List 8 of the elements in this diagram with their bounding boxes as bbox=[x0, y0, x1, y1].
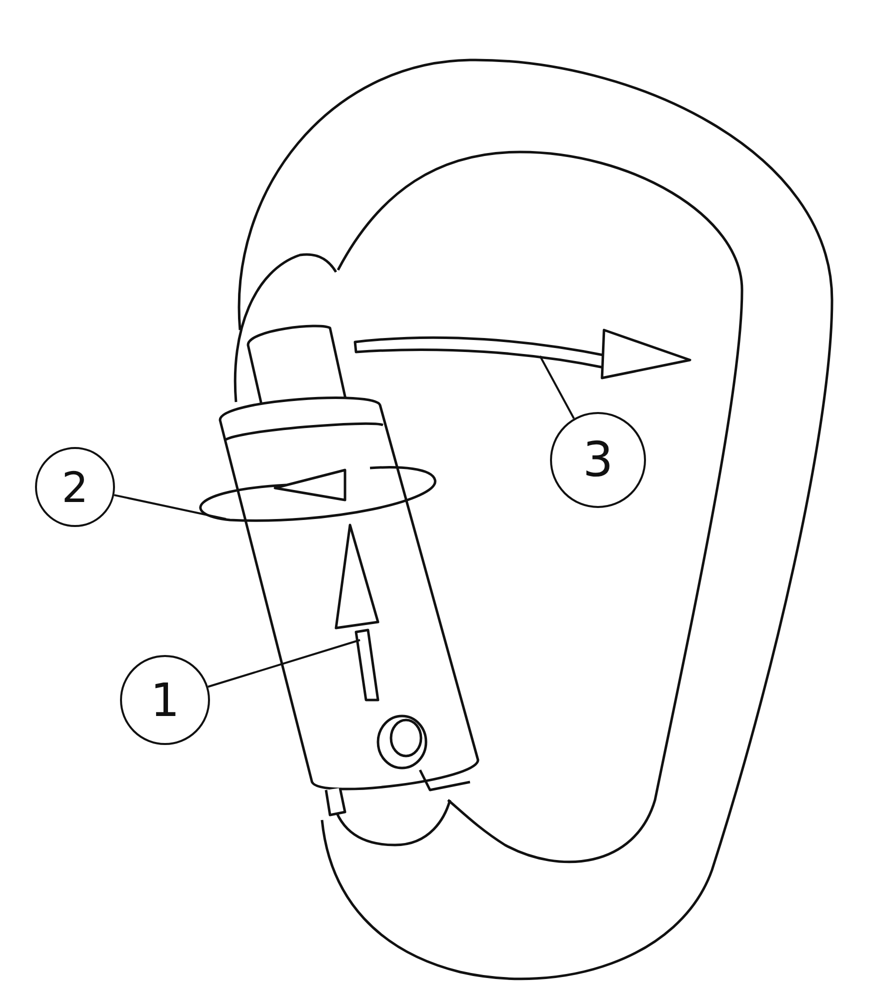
direction-arrow bbox=[354, 328, 692, 380]
callout-number: 2 bbox=[35, 447, 115, 527]
callout-number: 3 bbox=[550, 412, 646, 508]
callout-number: 1 bbox=[120, 655, 210, 745]
rotation-arrow bbox=[199, 466, 436, 522]
leader-line bbox=[539, 356, 575, 419]
leader-line bbox=[114, 494, 226, 520]
direction-arrow bbox=[334, 524, 380, 702]
